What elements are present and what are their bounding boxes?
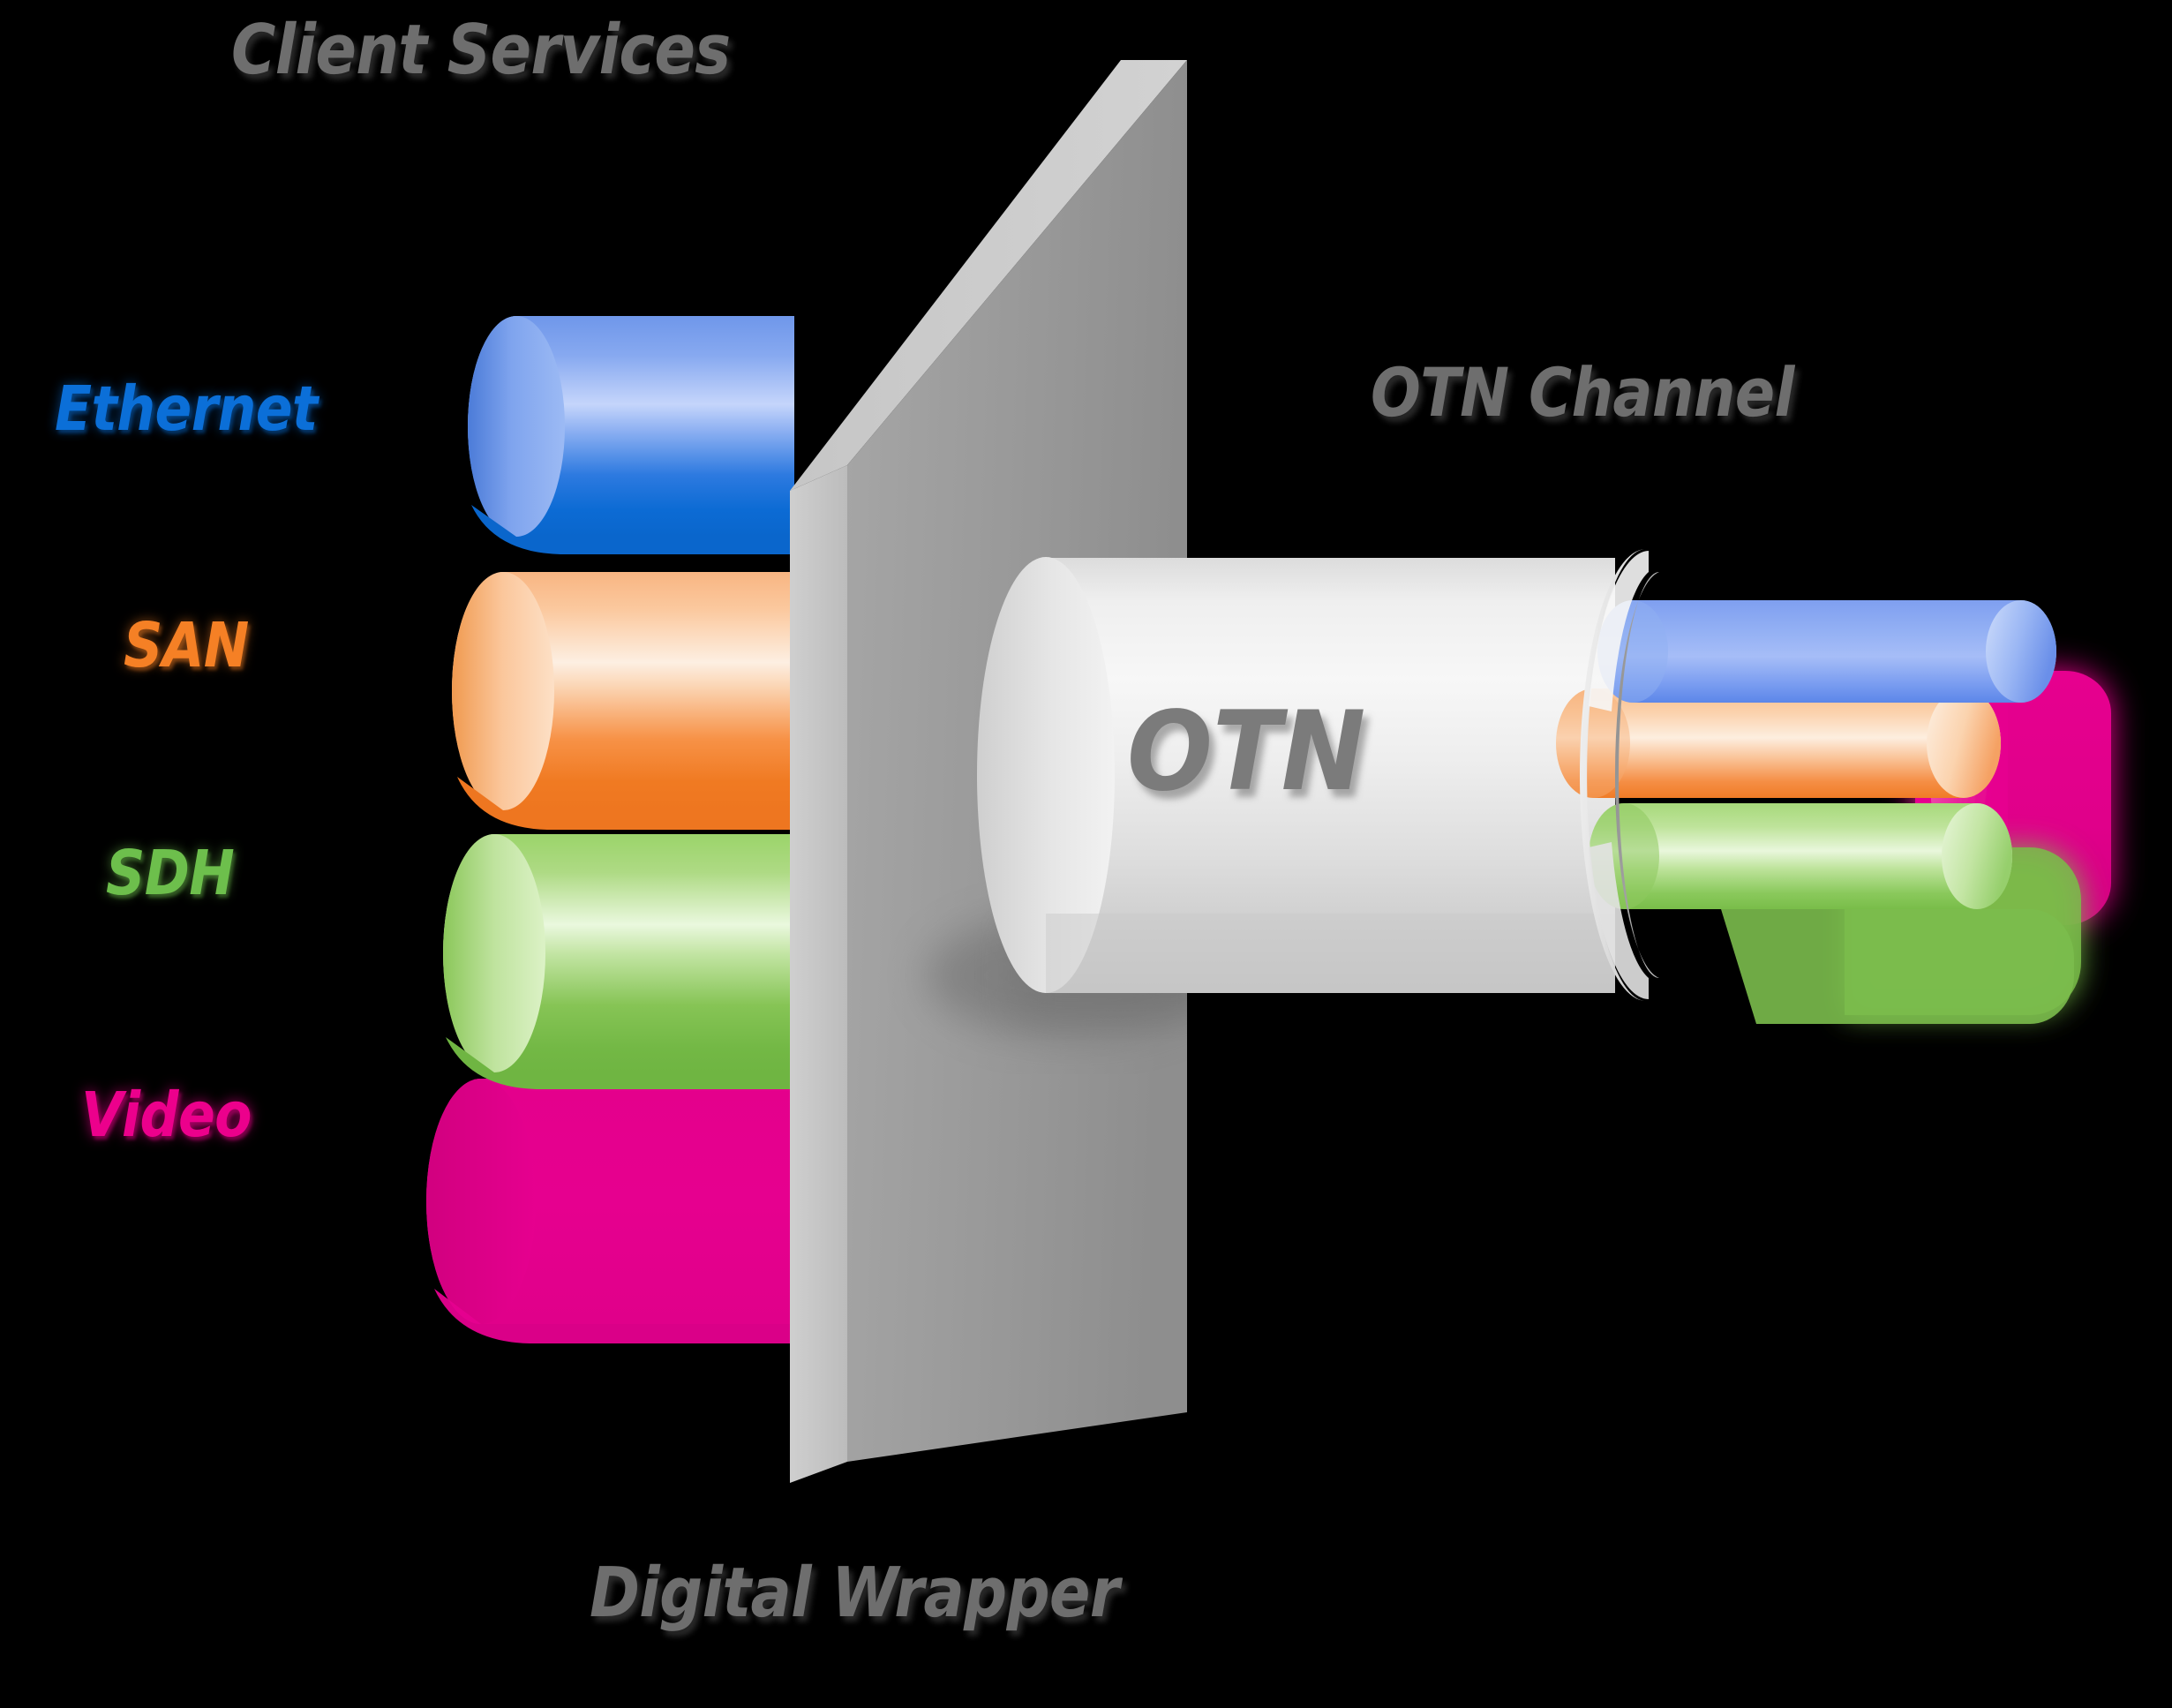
client-cable-sdh <box>443 834 794 1089</box>
wall-top-face <box>790 60 1187 491</box>
otn-channel-label: OTN Channel <box>1371 353 1794 432</box>
service-label-ethernet: Ethernet <box>55 372 318 445</box>
otn-channel-tube <box>977 557 1615 993</box>
client-services-label: Client Services <box>231 11 731 90</box>
output-cable-sdh <box>1589 803 2081 1024</box>
client-cable-ethernet <box>468 316 794 554</box>
digital-wrapper-label: Digital Wrapper <box>590 1554 1120 1633</box>
client-cable-san <box>452 572 794 830</box>
output-cable-ethernet <box>1597 600 2056 703</box>
output-cable-san <box>1556 688 2001 798</box>
service-label-san: SAN <box>124 609 249 681</box>
service-label-sdh: SDH <box>106 837 235 909</box>
otn-tube-label: OTN <box>1127 688 1366 816</box>
otn-tube-end-ring <box>1580 549 1659 1001</box>
client-cable-video <box>426 1079 794 1343</box>
wall-left-edge <box>790 465 847 1483</box>
service-label-video: Video <box>81 1079 252 1151</box>
